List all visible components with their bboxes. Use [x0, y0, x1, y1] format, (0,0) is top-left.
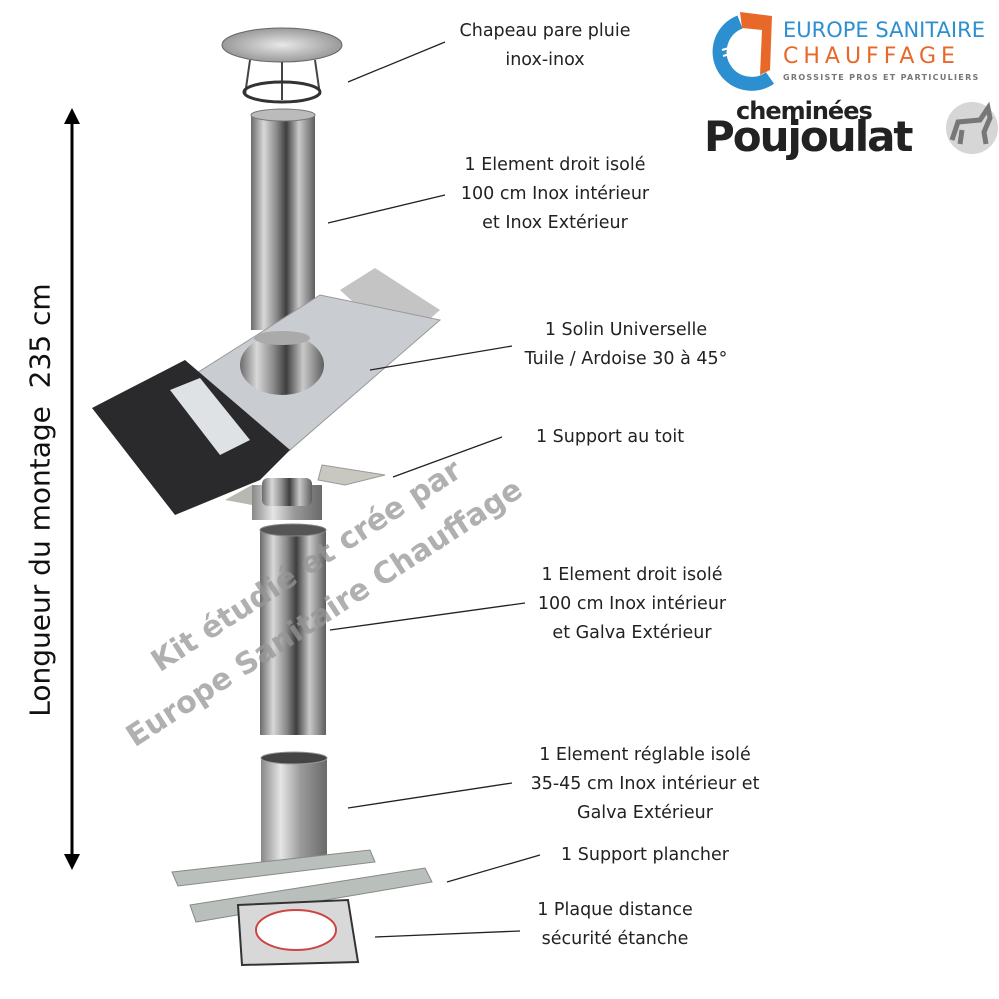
leader-lines	[327, 41, 541, 938]
logo-europe-sanitaire-line2: CHAUFFAGE	[783, 44, 960, 69]
logo-poujoulat-line2: Poujoulat	[704, 112, 914, 161]
cat-icon	[946, 101, 998, 154]
dimension-label: Longueur du montage 235 cm	[23, 283, 57, 717]
logo-europe-sanitaire-line1: EUROPE SANITAIRE	[783, 18, 985, 42]
logo-europe-sanitaire-tagline: GROSSISTE PROS ET PARTICULIERS	[783, 73, 980, 82]
roof-flashing	[92, 268, 442, 515]
middle-insulated-pipe	[259, 523, 327, 735]
europe-sanitaire-logo-mark	[712, 12, 775, 91]
dimension-arrow	[64, 108, 80, 870]
label-floor-support: 1 Support plancher	[561, 845, 729, 865]
label-roof-support: 1 Support au toit	[535, 427, 685, 447]
safety-plate	[236, 898, 360, 967]
roof-support	[225, 464, 386, 520]
upper-insulated-pipe	[250, 108, 316, 330]
rain-cap	[221, 27, 343, 104]
logo-poujoulat-line1: cheminées	[736, 97, 873, 125]
adjustable-pipe	[260, 751, 328, 868]
